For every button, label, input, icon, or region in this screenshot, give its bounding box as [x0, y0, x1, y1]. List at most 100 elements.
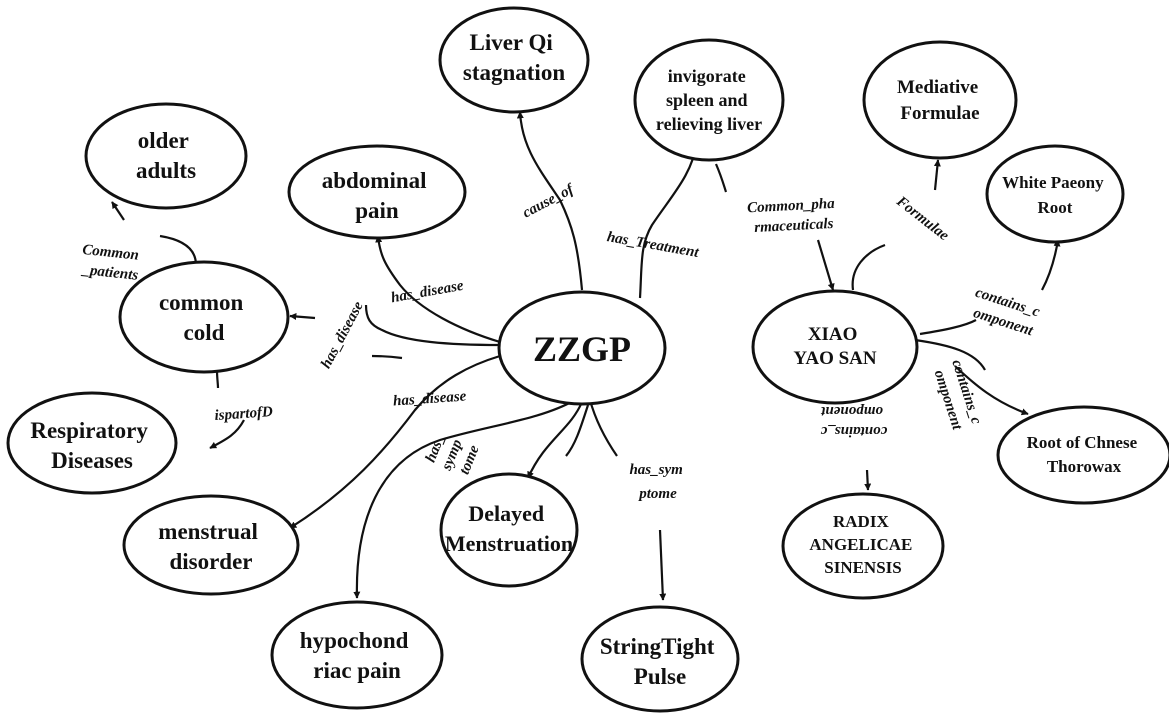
label-common-patients-line1: Common: [82, 242, 140, 264]
edge-has-disease-menstrual: [289, 354, 501, 529]
edge-formulae: [851, 243, 886, 291]
label-common-pharma: Common_pha rmaceuticals: [747, 196, 840, 237]
edge-cause-of: [516, 111, 584, 291]
node-thorowax-line1: Root of Chnese: [1027, 433, 1138, 452]
node-older-adults[interactable]: older adults: [84, 102, 248, 210]
node-hypochondriac-pain[interactable]: hypochond riac pain: [270, 600, 444, 710]
label-common-pharma-line1: Common_pha: [747, 196, 836, 217]
node-liver-qi-line2: stagnation: [463, 60, 565, 85]
node-delayed-line2: Menstruation: [445, 531, 573, 556]
node-xiao-yao-san-line2: YAO SAN: [793, 348, 877, 369]
svg-text:XIAO YAO SAN: XIAO YAO SAN: [793, 324, 877, 369]
edge-common-patients: [159, 234, 198, 266]
label-cause-of: cause_of: [520, 181, 578, 222]
svg-text:invigorate spleen and: invigorate spleen and relieving liver: [656, 66, 762, 134]
nodes: ZZGP XIAO YAO SAN Liver Qi stagnation in…: [6, 6, 1169, 713]
label-formulae: Formulae: [892, 193, 952, 244]
node-menstrual-line1: menstrual: [158, 519, 258, 544]
label-contains-radix-line2: omponent: [820, 403, 883, 419]
edge-has-disease-abdominal: [375, 235, 501, 344]
label-has-disease-abdominal-text: has_disease: [390, 278, 465, 307]
node-zzgp-label: ZZGP: [533, 329, 631, 369]
label-has-symptome-hypo: has_ symp tome: [422, 427, 484, 480]
node-white-paeony-line1: White Paeony: [1002, 173, 1104, 192]
svg-text:abdominal pain: abdominal pain: [322, 168, 433, 223]
node-radix-line3: SINENSIS: [824, 558, 902, 577]
label-common-pharma-line2: rmaceuticals: [754, 216, 834, 236]
node-stringtight-line2: Pulse: [634, 664, 686, 689]
svg-text:White Paeony Root: White Paeony Root: [1002, 173, 1108, 217]
edge-has-disease-menstrual-tail: [371, 354, 403, 360]
node-older-adults-line1: older: [138, 128, 189, 153]
label-has-disease-cold-text: has_disease: [318, 299, 367, 372]
label-has-treatment: has_Treatment: [606, 229, 701, 261]
node-invigorate[interactable]: invigorate spleen and relieving liver: [633, 38, 785, 162]
node-respiratory-diseases[interactable]: Respiratory Diseases: [6, 391, 178, 495]
svg-text:hypochond riac pain: hypochond riac pain: [300, 628, 414, 683]
node-mediative-line1: Mediative: [897, 77, 978, 98]
node-xiao-yao-san[interactable]: XIAO YAO SAN: [751, 289, 919, 405]
edge-has-symptome-pulse: [588, 399, 618, 457]
svg-text:Root of Chnese Thorowa: Root of Chnese Thorowax: [1027, 433, 1142, 476]
node-liver-qi[interactable]: Liver Qi stagnation: [438, 6, 590, 114]
node-common-cold-line1: common: [159, 290, 244, 315]
svg-text:StringTight Pulse: StringTight Pulse: [600, 634, 720, 689]
label-cause-of-text: cause_of: [520, 181, 578, 222]
node-xiao-yao-san-line1: XIAO: [808, 324, 858, 345]
label-has-disease-cold: has_disease: [318, 299, 367, 372]
edge-has-treatment: [638, 141, 700, 299]
svg-text:RADIX ANGELICAE: RADIX ANGELICAE SINENSIS: [809, 512, 916, 577]
svg-text:Delayed Menstruation: Delayed Menstruation: [445, 501, 573, 556]
node-menstrual-line2: disorder: [169, 549, 252, 574]
node-mediative-formulae[interactable]: Mediative Formulae: [862, 40, 1018, 160]
edge-contains-thorowax: [914, 338, 986, 371]
label-contains-radix: contains_c omponent: [817, 403, 887, 439]
label-contains-thorowax: contains_c omponent: [929, 358, 985, 436]
node-liver-qi-line1: Liver Qi: [469, 30, 553, 55]
label-contains-white: contains_c omponent: [967, 285, 1045, 341]
edge-has-disease-cold-arrow: [289, 313, 316, 320]
node-respiratory-line1: Respiratory: [30, 418, 148, 443]
label-formulae-text: Formulae: [892, 193, 952, 244]
edge-contains-radix: [864, 469, 872, 491]
label-contains-radix-line1: contains_c: [820, 423, 887, 439]
edge-formulae-arrow: [933, 159, 941, 191]
label-has-symptome-pulse-line2: ptome: [637, 486, 677, 502]
svg-text:ZZGP: ZZGP: [533, 329, 631, 369]
node-zzgp[interactable]: ZZGP: [497, 290, 667, 406]
node-abdominal-pain[interactable]: abdominal pain: [287, 144, 467, 240]
edge-contains-white-arrow: [1041, 239, 1061, 291]
edge-contains-white: [919, 319, 977, 336]
svg-text:Liver Qi stagnation: Liver Qi stagnation: [463, 30, 565, 85]
svg-text:menstrual disorder: menstrual disorder: [158, 519, 263, 574]
node-older-adults-line2: adults: [136, 158, 196, 183]
node-abdominal-line2: pain: [355, 198, 399, 223]
node-radix-angelicae[interactable]: RADIX ANGELICAE SINENSIS: [781, 492, 945, 600]
node-stringtight-pulse[interactable]: StringTight Pulse: [580, 605, 740, 713]
label-ispartof: ispartofD: [214, 404, 273, 424]
node-common-cold[interactable]: common cold: [118, 260, 290, 374]
node-white-paeony[interactable]: White Paeony Root: [985, 144, 1125, 244]
node-invigorate-line2: spleen and: [666, 90, 748, 110]
edge-common-pharma: [816, 239, 835, 291]
node-stringtight-line1: StringTight: [600, 634, 715, 659]
edge-delayed: [526, 401, 584, 479]
edge-delayed-side: [565, 404, 590, 457]
svg-text:older adults: older adults: [136, 128, 196, 183]
node-menstrual-disorder[interactable]: menstrual disorder: [122, 494, 300, 596]
node-common-cold-line2: cold: [184, 320, 225, 345]
svg-text:common cold: common cold: [159, 290, 249, 345]
svg-text:Respiratory Diseases: Respiratory Diseases: [30, 418, 153, 473]
node-thorowax[interactable]: Root of Chnese Thorowax: [996, 405, 1169, 505]
label-has-symptome-pulse-line1: has_sym: [629, 462, 682, 478]
node-abdominal-line1: abdominal: [322, 168, 427, 193]
label-has-disease-menstrual-text: has_disease: [393, 388, 468, 409]
edge-has-disease-cold: [364, 304, 501, 347]
edge-has-symptome-hypo: [353, 399, 576, 599]
node-thorowax-line2: Thorowax: [1047, 457, 1122, 476]
node-hypochond-line1: hypochond: [300, 628, 409, 653]
label-has-disease-abdominal: has_disease: [390, 278, 465, 307]
node-delayed-menstruation[interactable]: Delayed Menstruation: [439, 472, 579, 588]
label-common-patients-line2: _patients: [80, 262, 139, 284]
